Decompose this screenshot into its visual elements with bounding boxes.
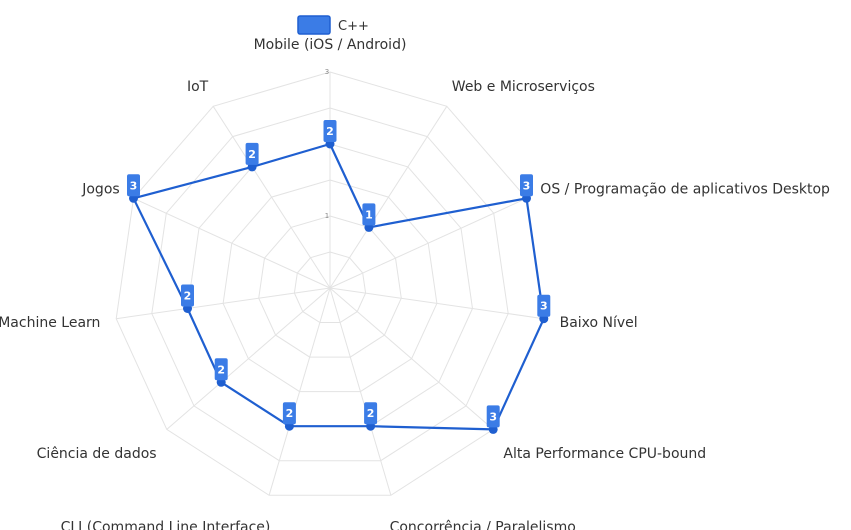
data-label-badge — [181, 284, 194, 307]
data-label: 1 — [365, 208, 373, 221]
axis-labels: Mobile (iOS / Android) Web e Microserviço… — [0, 37, 830, 530]
axis-label: IoT — [187, 79, 209, 95]
axis-label: Baixo Nível — [560, 315, 638, 331]
data-label-badge — [282, 402, 296, 425]
data-label-badge — [214, 358, 228, 381]
axis-label: Jogos — [81, 181, 119, 197]
data-label: 3 — [540, 300, 548, 313]
axis-label: CLI (Command Line Interface) — [61, 519, 271, 530]
data-label: 2 — [286, 407, 294, 420]
data-label-badge — [364, 402, 378, 425]
legend-label[interactable]: C++ — [338, 19, 369, 34]
grid-spoke — [166, 287, 331, 430]
grid-ring — [115, 71, 545, 496]
grid-ring — [258, 215, 402, 358]
axis-label: Mobile (iOS / Android) — [254, 37, 407, 53]
axis-label: Ciência de dados — [37, 446, 157, 462]
tick-label: 1 — [325, 212, 329, 220]
data-label: 3 — [523, 179, 531, 192]
data-label: 3 — [130, 179, 138, 192]
grid-spoke — [329, 287, 392, 496]
series-layer: 2 1 3 3 3 2 2 2 2 3 2 — [127, 120, 551, 434]
grid-ring — [222, 179, 438, 393]
data-label: 3 — [489, 410, 497, 423]
grid-spoke — [329, 287, 494, 430]
data-label-badge — [323, 120, 337, 142]
axis-label: Concorrência / Paralelismo — [390, 519, 576, 530]
grid-spoke — [329, 106, 448, 289]
axis-label: Web e Microserviços — [452, 79, 595, 95]
data-label: 2 — [248, 148, 256, 161]
legend-swatch[interactable] — [297, 15, 331, 35]
radar-grid — [115, 71, 545, 496]
data-label: 2 — [326, 125, 334, 138]
data-label-badge — [362, 203, 376, 226]
grid-spoke — [329, 287, 544, 320]
data-label: 2 — [184, 290, 192, 303]
data-label: 2 — [367, 407, 375, 420]
data-label-badge — [537, 294, 551, 317]
data-label-badge — [127, 174, 140, 197]
data-label-badge — [245, 142, 259, 165]
grid-spoke — [212, 106, 331, 289]
grid-spoke — [329, 197, 527, 289]
series-line — [132, 142, 545, 431]
data-label-badge — [486, 405, 500, 428]
tick-label: 3 — [325, 68, 329, 76]
data-label-badge — [520, 174, 533, 197]
grid-ring — [293, 251, 367, 323]
axis-label: Machine Learn — [0, 315, 100, 331]
axis-label: Alta Performance CPU-bound — [503, 446, 706, 462]
grid-ring — [151, 107, 509, 462]
grid-spoke — [268, 287, 331, 496]
grid-spoke — [133, 197, 331, 289]
axis-label: OS / Programação de aplicativos Desktop — [540, 181, 830, 197]
legend[interactable]: C++ — [297, 15, 369, 35]
grid-spoke — [116, 287, 331, 320]
data-label: 2 — [217, 363, 225, 376]
